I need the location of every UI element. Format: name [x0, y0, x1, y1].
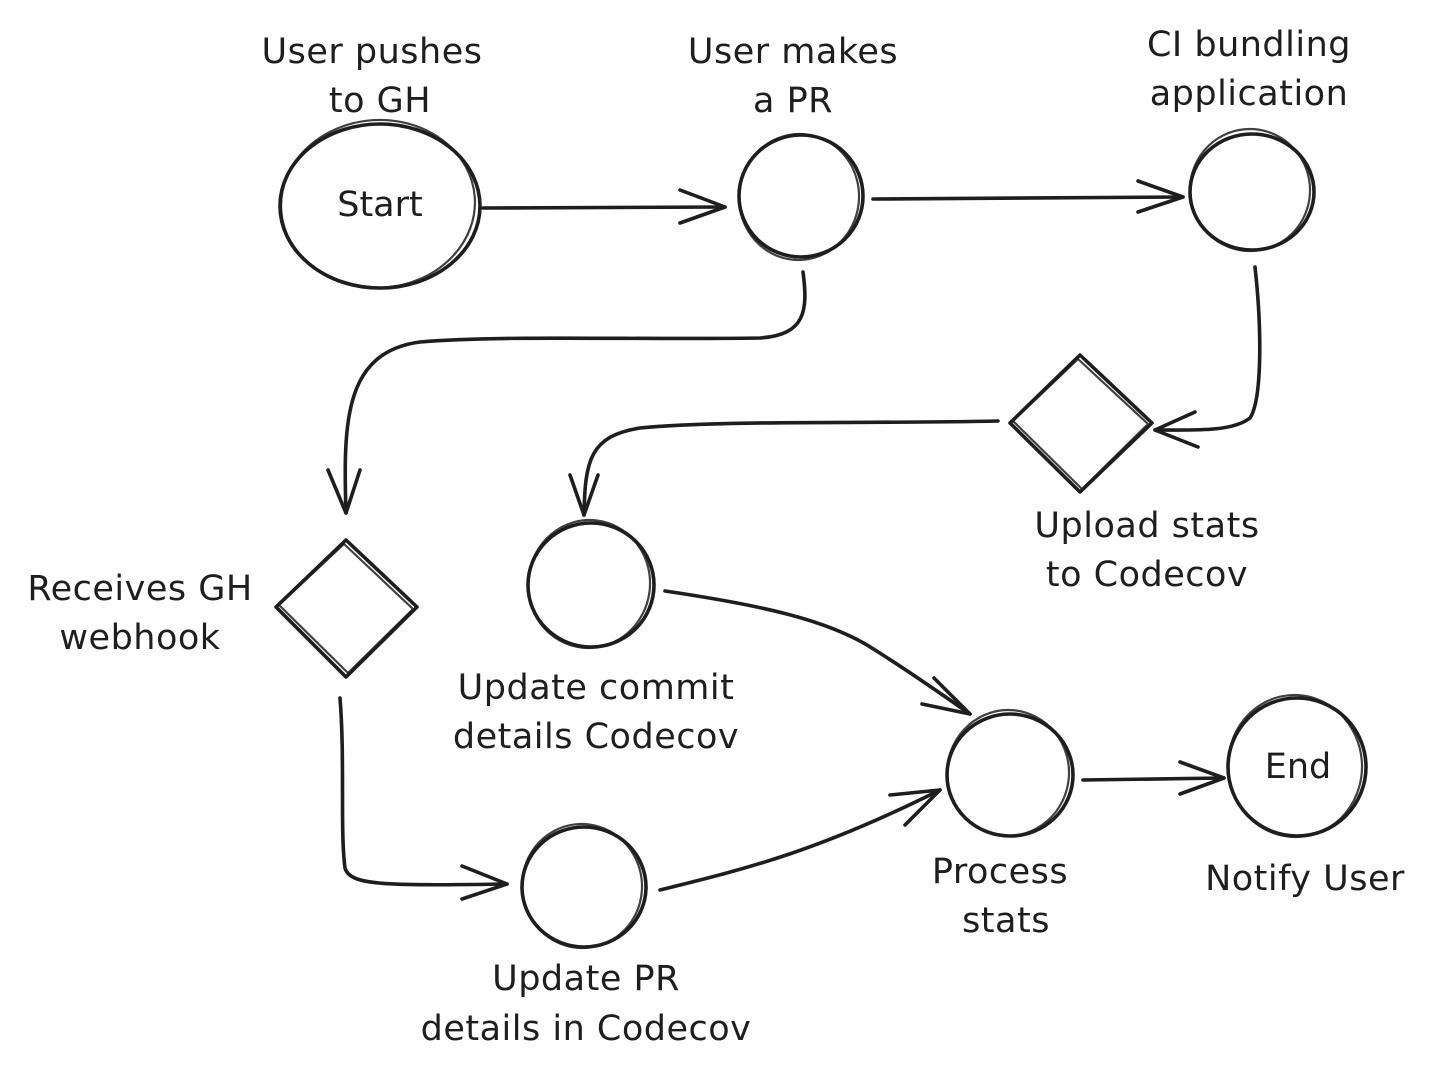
- label-update-commit-line-2: details Codecov: [453, 717, 739, 757]
- label-user-pr-line-2: a PR: [753, 81, 833, 121]
- label-process-stats-line-1: Process: [932, 852, 1068, 892]
- arrow-upload-to-commit: [568, 419, 1000, 517]
- label-process-stats: Process stats: [932, 852, 1068, 941]
- node-update-pr: [520, 822, 648, 950]
- node-start: Start: [278, 118, 482, 290]
- label-update-commit-line-1: Update commit: [458, 668, 735, 708]
- label-end: Notify User: [1205, 859, 1405, 899]
- label-receives-webhook-line-1: Receives GH: [27, 569, 252, 609]
- label-receives-webhook-line-2: webhook: [59, 618, 220, 658]
- label-update-pr-line-1: Update PR: [492, 959, 680, 999]
- arrow-ci-to-upload: [1153, 265, 1262, 449]
- arrow-pr-to-webhook: [326, 270, 807, 515]
- label-update-pr: Update PR details in Codecov: [421, 959, 752, 1049]
- node-start-text: Start: [337, 185, 423, 225]
- label-update-pr-line-2: details in Codecov: [421, 1009, 752, 1049]
- node-upload-stats: [1008, 353, 1154, 494]
- label-ci-bundling-line-2: application: [1150, 74, 1349, 114]
- label-upload-stats: Upload stats to Codecov: [1034, 506, 1259, 595]
- label-end-line-1: Notify User: [1205, 859, 1405, 899]
- label-update-commit: Update commit details Codecov: [453, 668, 739, 757]
- label-start-line-1: User pushes: [262, 32, 483, 72]
- node-end: End: [1226, 693, 1368, 839]
- label-receives-webhook: Receives GH webhook: [27, 569, 252, 658]
- node-update-commit: [526, 518, 656, 650]
- label-ci-bundling: CI bundling application: [1147, 25, 1351, 114]
- node-end-text: End: [1265, 747, 1332, 787]
- node-process-stats: [945, 708, 1075, 838]
- arrow-pr-to-ci: [871, 179, 1185, 214]
- label-start-line-2: to GH: [329, 81, 431, 121]
- node-ci-bundling: [1188, 127, 1316, 253]
- arrow-prdetails-to-process: [658, 788, 942, 892]
- arrow-commit-to-process: [663, 589, 972, 716]
- label-user-pr-line-1: User makes: [688, 32, 898, 72]
- label-upload-stats-line-1: Upload stats: [1034, 506, 1259, 546]
- label-ci-bundling-line-1: CI bundling: [1147, 25, 1351, 65]
- arrow-start-to-pr: [481, 188, 727, 225]
- label-process-stats-line-2: stats: [962, 901, 1050, 941]
- arrow-process-to-end: [1081, 760, 1226, 796]
- label-upload-stats-line-2: to Codecov: [1046, 555, 1248, 595]
- label-start: User pushes to GH: [262, 32, 483, 121]
- arrow-webhook-to-prdetails: [338, 696, 509, 901]
- node-receives-webhook: [274, 538, 419, 679]
- node-user-pr: [737, 132, 865, 262]
- label-user-pr: User makes a PR: [688, 32, 898, 121]
